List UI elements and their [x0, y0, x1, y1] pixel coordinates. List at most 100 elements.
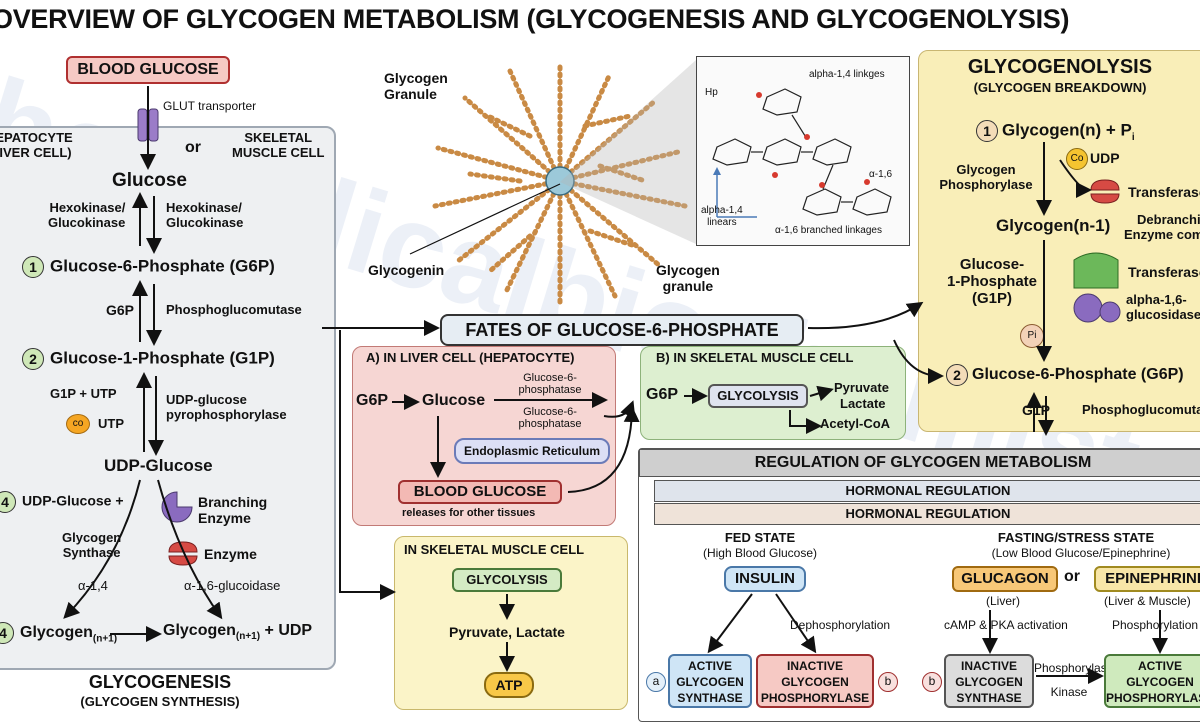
camp-label: cAMP & PKA activation: [944, 618, 1068, 632]
enzyme-icon: [166, 540, 200, 571]
hexokinase-left: Hexokinase/ Glucokinase: [48, 200, 126, 230]
glut-label: GLUT transporter: [163, 99, 257, 113]
enzyme-label: Enzyme: [204, 546, 257, 562]
glycogenolysis-title: GLYCOGENOLYSIS: [967, 56, 1153, 78]
liver-glucose: Glucose: [422, 392, 486, 409]
g1p-utp-label: G1P + UTP: [50, 386, 117, 401]
muscle-acetyl: Acetyl-CoA: [820, 416, 891, 431]
gl-step2-number: 2: [946, 364, 968, 386]
udp-glucose-label: UDP-Glucose: [104, 456, 213, 475]
liver-g6p: G6P: [356, 392, 389, 409]
granule-bottom-label: Glycogen granule: [656, 262, 720, 294]
alpha16-label: α-1,6-glucoidase: [184, 578, 281, 593]
inset-branched: α-1,6 branched linkages: [775, 225, 882, 236]
glycogen-n1b-label: Glycogen: [163, 622, 236, 639]
phosphorylation-label: Phosphorylation: [1112, 618, 1199, 632]
skeletal-title: IN SKELETAL MUSCLE CELL: [404, 542, 585, 557]
muscle-g6p: G6P: [646, 386, 679, 403]
epinephrine-box: EPINEPHRINE: [1094, 566, 1200, 592]
gl-co-icon: Co: [1066, 148, 1088, 170]
utp-label: UTP: [98, 416, 124, 431]
debranching-label: Debranching Enzyme complex: [1124, 212, 1200, 242]
hexokinase-right: Hexokinase/ Glucokinase: [166, 200, 244, 230]
granule-top-label: Glycogen Granule: [384, 70, 448, 102]
step1-number: 1: [22, 256, 44, 278]
or-label: or: [185, 139, 201, 156]
alpha16-glucosidase-label: alpha-1,6- glucosidase: [1126, 292, 1200, 322]
gl-step1-label: Glycogen(n) + P: [1002, 120, 1132, 140]
page-title: OVERVIEW OF GLYCOGEN METABOLISM (GLYCOGE…: [0, 4, 1070, 34]
plus-udp-label: + UDP: [264, 622, 313, 639]
hepatocyte-label: HEPATOCYTE (LIVER CELL): [0, 130, 73, 160]
badge-b-1: b: [878, 672, 898, 692]
phosphorylase-label: Glycogen Phosphorylase: [939, 162, 1033, 192]
dephosphorylation-label: Dephosphorylation: [790, 618, 891, 632]
gl-step1-number: 1: [976, 120, 998, 142]
skeletal-label: SKELETAL MUSCLE CELL: [232, 130, 325, 160]
co-icon: co: [66, 414, 90, 434]
liver-blood-glucose-box: BLOOD GLUCOSE: [398, 480, 562, 504]
fates-title-box: FATES OF GLUCOSE-6-PHOSPHATE: [440, 314, 804, 346]
step2-g1p: 2 Glucose-1-Phosphate (G1P): [22, 348, 275, 370]
co-label: co: [72, 418, 84, 429]
active-gp-box: ACTIVE GLYCOGEN PHOSPHORYLASE: [1104, 654, 1200, 708]
fed-state-label: FED STATE: [724, 530, 796, 545]
udp-pyrophosphorylase-label: UDP-glucose pyrophosphorylase: [166, 392, 287, 422]
atp-box: ATP: [484, 672, 534, 698]
muscle-cell-title: B) IN SKELETAL MUSCLE CELL: [656, 350, 854, 365]
debranching-enzyme-icon: [1066, 252, 1126, 331]
pi-icon: Pi: [1020, 324, 1044, 348]
fasting-label: FASTING/STRESS STATE: [997, 530, 1155, 545]
final-glycogen-right: Glycogen(n+1) + UDP: [163, 622, 312, 642]
fasting-sub: (Low Blood Glucose/Epinephrine): [991, 546, 1171, 560]
g6p-label: G6P: [106, 302, 135, 318]
active-gs-box: ACTIVE GLYCOGEN SYNTHASE: [668, 654, 752, 708]
glycogenolysis-subtitle: (GLYCOGEN BREAKDOWN): [973, 80, 1147, 95]
gl-step1-sub: i: [1131, 131, 1135, 143]
step2-label: Glucose-1-Phosphate (G1P): [50, 348, 275, 368]
liver-cell-title: A) IN LIVER CELL (HEPATOCYTE): [366, 350, 575, 365]
glycogenesis-footer-sub: (GLYCOGEN SYNTHESIS): [80, 694, 240, 709]
inset-alpha16: α-1,6: [869, 169, 893, 180]
glucagon-box: GLUCAGON: [952, 566, 1058, 592]
releases-label: releases for other tissues: [402, 507, 536, 519]
step4-label: UDP-Glucose +: [22, 492, 124, 509]
inset-hp: Hp: [705, 87, 718, 98]
phosphorylase-kinase-label: Phosphorylase Kinase: [1034, 661, 1114, 699]
inactive-gs-box: INACTIVE GLYCOGEN SYNTHASE: [944, 654, 1034, 708]
step1-label: Glucose-6-Phosphate (G6P): [50, 256, 275, 276]
gl-g1p-label: Glucose- 1-Phosphate (G1P): [946, 256, 1037, 307]
skeletal-pyruvate: Pyruvate, Lactate: [449, 624, 565, 640]
badge-b-2: b: [922, 672, 942, 692]
regulation-title: REGULATION OF GLYCOGEN METABOLISM: [639, 449, 1200, 477]
step2-number: 2: [22, 348, 44, 370]
linkage-inset: Hp alpha-1,4 linkges α-1,6 alpha-1,4 lin…: [696, 56, 910, 246]
muscle-lactate: Lactate: [840, 396, 886, 411]
glycogen-n1-sub: (n+1): [92, 633, 118, 645]
alpha14-label: α-1,4: [78, 578, 108, 593]
transferase-label-1: Transferase: [1128, 184, 1200, 200]
insulin-box: INSULIN: [724, 566, 806, 592]
badge-b1-label: b: [884, 674, 892, 688]
glycogen-n-1-label: Glycogen(n-1): [996, 216, 1111, 235]
badge-b2-label: b: [928, 674, 936, 688]
glycogen-synthase-label: Glycogen Synthase: [62, 530, 122, 560]
glucose-label: Glucose: [112, 170, 187, 191]
gl-pgm: Phosphoglucomutase: [1082, 402, 1200, 417]
hormonal-regulation-1: HORMONAL REGULATION: [654, 480, 1200, 502]
pi-label: Pi: [1027, 330, 1037, 341]
step1-g6p: 1 Glucose-6-Phosphate (G6P): [22, 256, 275, 278]
glut-transporter-icon: [137, 108, 159, 142]
gl-udp: UDP: [1090, 150, 1120, 166]
inset-linears: alpha-1,4 linears: [701, 205, 743, 228]
muscle-pyruvate: Pyruvate: [834, 380, 889, 395]
gl-g1p-short: G1P: [1022, 402, 1051, 418]
hormonal-regulation-2: HORMONAL REGULATION: [654, 503, 1200, 525]
liver-muscle-label: (Liver & Muscle): [1104, 594, 1191, 608]
muscle-glycolysis-box: GLYCOLYSIS: [708, 384, 808, 408]
phosphoglucomutase-label: Phosphoglucomutase: [166, 302, 302, 317]
